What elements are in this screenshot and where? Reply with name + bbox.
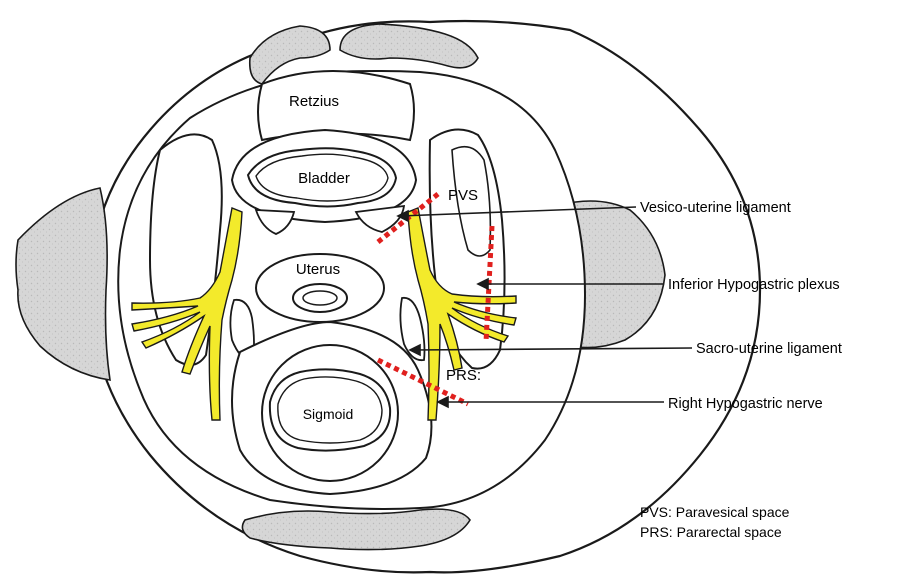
inferior-hypogastric-plexus-label: Inferior Hypogastric plexus — [668, 277, 840, 293]
iliac-bone-left — [16, 188, 110, 380]
bladder-label: Bladder — [298, 170, 350, 187]
pvs-space-label: PVS — [448, 187, 478, 204]
legend-prs: PRS: Pararectal space — [640, 524, 782, 540]
vesico-uterine-ligament-label: Vesico-uterine ligament — [640, 200, 791, 216]
sigmoid-label: Sigmoid — [303, 406, 354, 422]
uterus-label: Uterus — [296, 261, 340, 278]
uterus-cavity — [303, 291, 337, 305]
retzius-label: Retzius — [289, 93, 339, 110]
prs-space-label: PRS: — [446, 367, 481, 384]
legend-pvs: PVS: Paravesical space — [640, 504, 790, 520]
sacro-uterine-ligament-label: Sacro-uterine ligament — [696, 341, 842, 357]
right-hypogastric-nerve-label: Right Hypogastric nerve — [668, 396, 823, 412]
